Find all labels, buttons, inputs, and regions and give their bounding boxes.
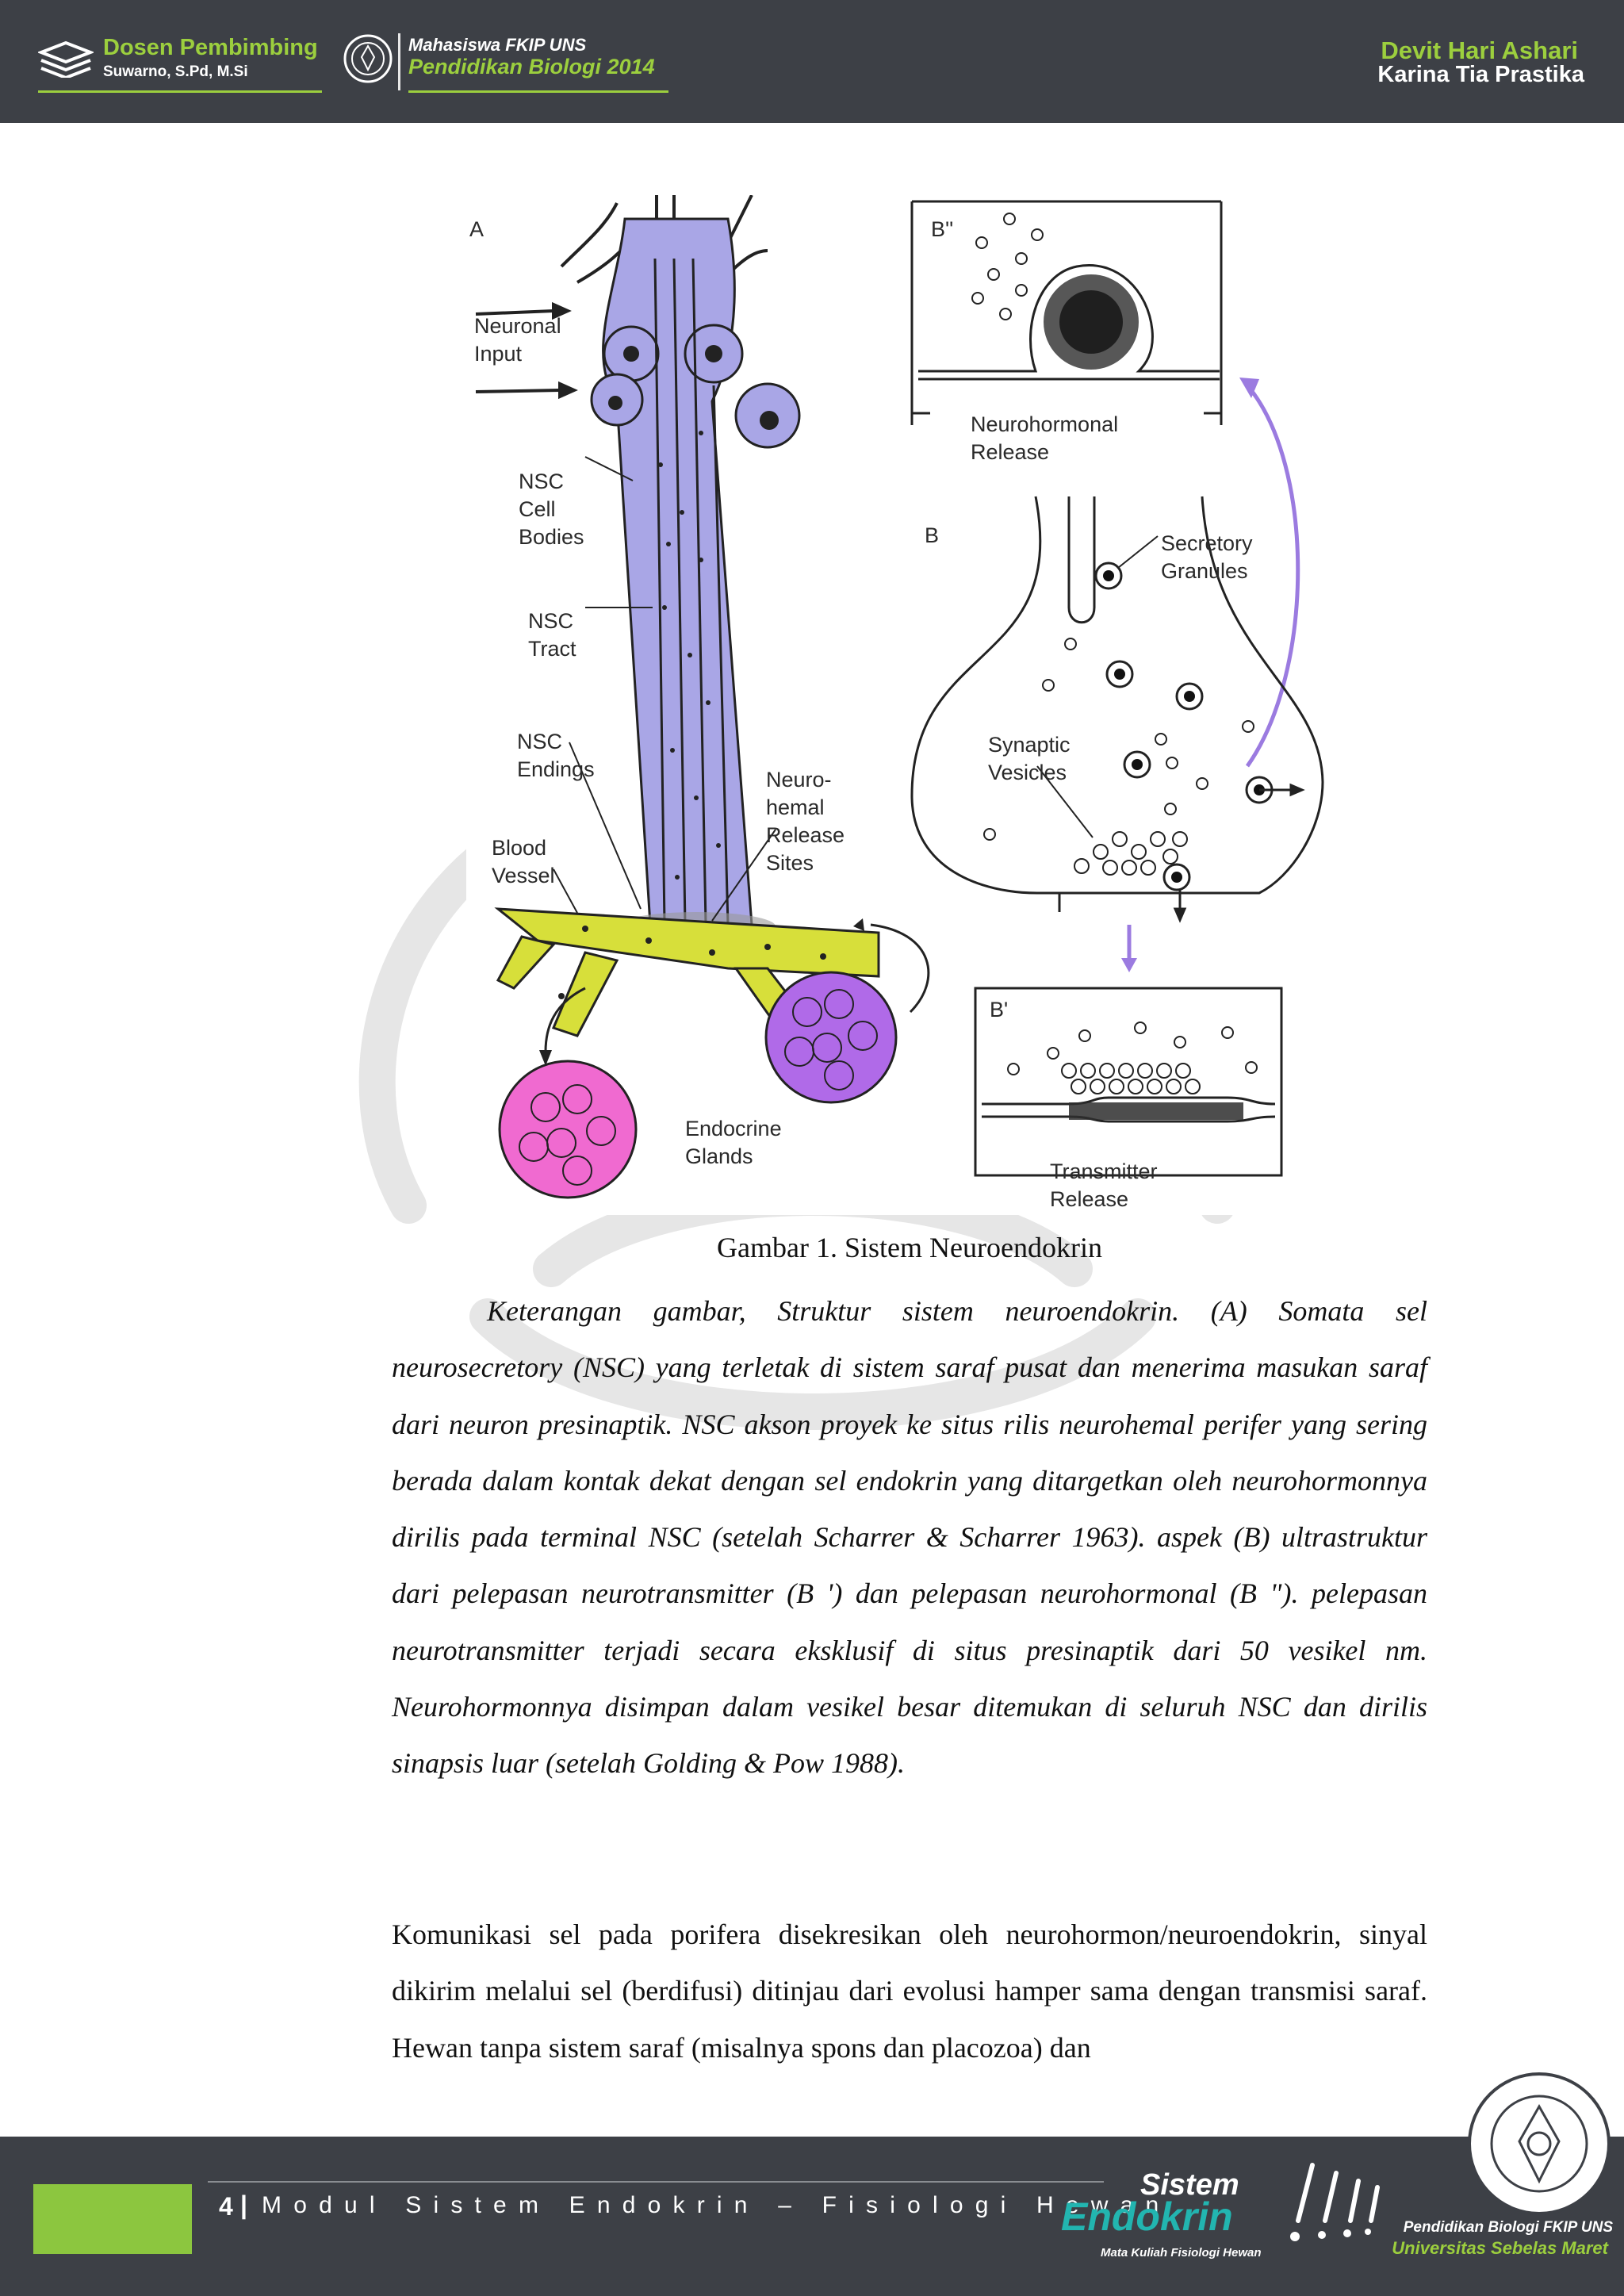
figure-caption: Gambar 1. Sistem Neuroendokrin [717,1232,1102,1263]
university-seal-icon [1468,2072,1611,2215]
label-nsc-tract: NSC Tract [528,609,576,661]
logo-word-sistem: Sistem [1140,2168,1239,2202]
footer-rule [208,2181,1104,2183]
page-header: Dosen Pembimbing Suwarno, S.Pd, M.Si Mah… [0,0,1624,123]
label-neuronal-input: Neuronal Input [474,314,561,366]
body-paragraph: Komunikasi sel pada porifera disekresika… [392,1918,1427,2064]
header-underline [408,90,668,93]
author-2: Karina Tia Prastika [1377,62,1584,87]
author-1: Devit Hari Ashari [1381,36,1578,64]
book-stack-icon [38,40,94,78]
label-blood-vessel: Blood Vessel [492,836,555,887]
panel-label-b-single: B' [990,998,1009,1022]
label-neurohormonal-release: Neurohormonal Release [971,412,1119,464]
label-endocrine-glands: Endocrine Glands [685,1117,782,1168]
label-secretory-granules: Secretory Granules [1161,531,1253,583]
university-name: Universitas Sebelas Maret [1392,2238,1608,2258]
page-footer: 4 | Modul Sistem Endokrin – Fisiologi He… [0,2072,1624,2296]
program-name: Pendidikan Biologi 2014 [408,55,655,79]
supervisor-block: Dosen Pembimbing Suwarno, S.Pd, M.Si [38,33,322,95]
panel-label-a: A [469,217,485,241]
logo-word-endokrin: Endokrin [1061,2194,1233,2239]
footer-separator: | [240,2191,247,2219]
figure-description: Keterangan gambar, Struktur sistem neuro… [392,1295,1427,1780]
footer-accent-block [33,2184,192,2254]
panel-label-b-double: B'' [931,217,954,241]
endocrine-gland-purple [764,971,898,1104]
module-title: Modul Sistem Endokrin – Fisiologi Hewan [262,2192,1171,2218]
label-neurohemal-release-sites: Neuro- hemal Release Sites [766,768,845,875]
exclamation-marks-icon [1290,2163,1380,2241]
label-synaptic-vesicles: Synaptic Vesicles [988,733,1071,784]
program-title: Mahasiswa FKIP UNS [408,35,587,55]
panel-label-b: B [925,523,940,547]
university-seal-icon [343,34,393,83]
supervisor-title: Dosen Pembimbing [103,35,318,60]
header-divider [398,33,400,90]
supervisor-name: Suwarno, S.Pd, M.Si [103,63,248,80]
logo-subtitle: Mata Kuliah Fisiologi Hewan [1101,2246,1262,2260]
neuroendocrine-diagram [475,195,1324,1199]
neuroendocrine-figure: A B B'' B' Neuronal Input NSC Cell Bodie… [466,195,1353,1215]
header-underline [38,90,322,93]
label-nsc-endings: NSC Endings [517,730,595,781]
label-nsc-cell-bodies: NSC Cell Bodies [519,470,584,549]
label-transmitter-release: Transmitter Release [1050,1159,1158,1211]
institution-name: Pendidikan Biologi FKIP UNS [1403,2219,1613,2236]
program-block: Mahasiswa FKIP UNS Pendidikan Biologi 20… [408,35,670,95]
page-number: 4 [219,2192,233,2221]
